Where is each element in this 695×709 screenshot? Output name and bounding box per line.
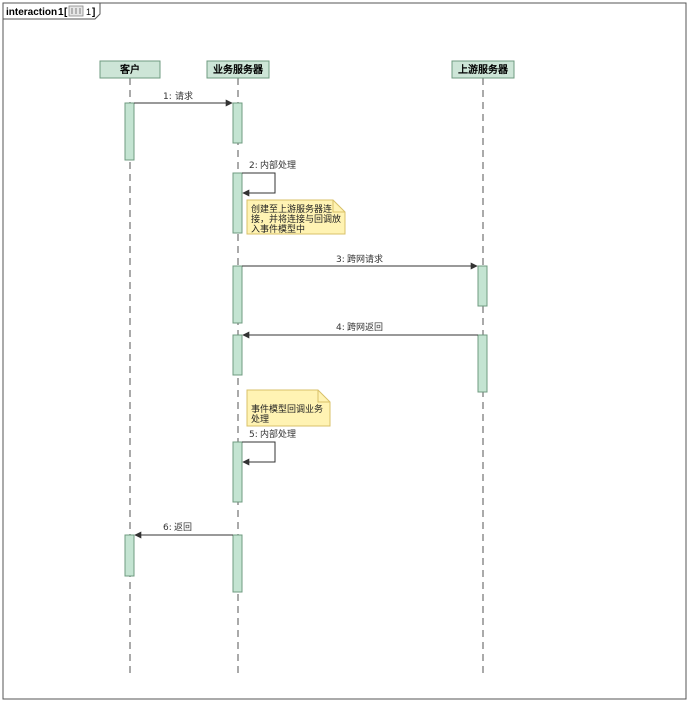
message-3: 3: 跨网请求 [242,253,478,270]
interaction-frame: interaction 1 [ 1 ] [2,2,687,700]
svg-text:]: ] [92,7,95,18]
activation-biz-4 [232,334,243,376]
frame-number: 1 [58,7,64,18]
sequence-diagram-icon [68,5,84,17]
note-1-line-3: 入事件模型中 [251,223,305,235]
message-6: 6: 返回 [134,521,233,539]
message-6-text: 返回 [174,521,192,533]
message-1-number: 1: [163,92,172,102]
note-2: 事件模型回调业务 处理 [246,389,331,427]
message-5-text: 内部处理 [260,428,296,440]
message-4-text: 跨网返回 [347,321,383,333]
activations [124,102,488,593]
message-6-number: 6: [163,523,172,533]
activation-biz-6 [232,534,243,593]
note-1-line-1: 创建至上游服务器连 [251,203,332,215]
svg-text:[: [ [64,7,68,18]
note-1: 创建至上游服务器连 接，并将连接与回调放 入事件模型中 [246,199,346,235]
message-4: 4: 跨网返回 [242,321,478,339]
note-2-line-2: 处理 [251,413,269,425]
activation-client-1 [124,102,135,161]
activation-upstream-2 [477,334,488,393]
message-5-number: 5: [249,430,258,440]
lifeline-label-biz: 业务服务器 [213,63,264,76]
message-3-number: 3: [336,255,345,265]
message-1: 1: 请求 [134,90,233,107]
message-2-number: 2: [249,161,258,171]
frame-tag-text: 1 [86,7,91,17]
message-4-number: 4: [336,323,345,333]
activation-client-2 [124,534,135,577]
lifeline-label-client: 客户 [119,63,140,76]
note-2-line-1: 事件模型回调业务 [251,403,323,415]
activation-upstream-1 [477,265,488,307]
message-2-text: 内部处理 [260,159,296,171]
activation-biz-2 [232,172,243,234]
activation-biz-5 [232,441,243,503]
message-2: 2: 内部处理 [242,159,296,197]
message-3-text: 跨网请求 [347,253,383,265]
lifeline-upstream: 上游服务器 [451,60,515,676]
note-1-line-2: 接，并将连接与回调放 [251,213,341,225]
activation-biz-1 [232,102,243,144]
activation-biz-3 [232,265,243,324]
message-5: 5: 内部处理 [242,428,296,466]
lifeline-label-upstream: 上游服务器 [458,63,509,76]
message-1-text: 请求 [175,90,193,102]
frame-keyword: interaction [6,7,57,18]
